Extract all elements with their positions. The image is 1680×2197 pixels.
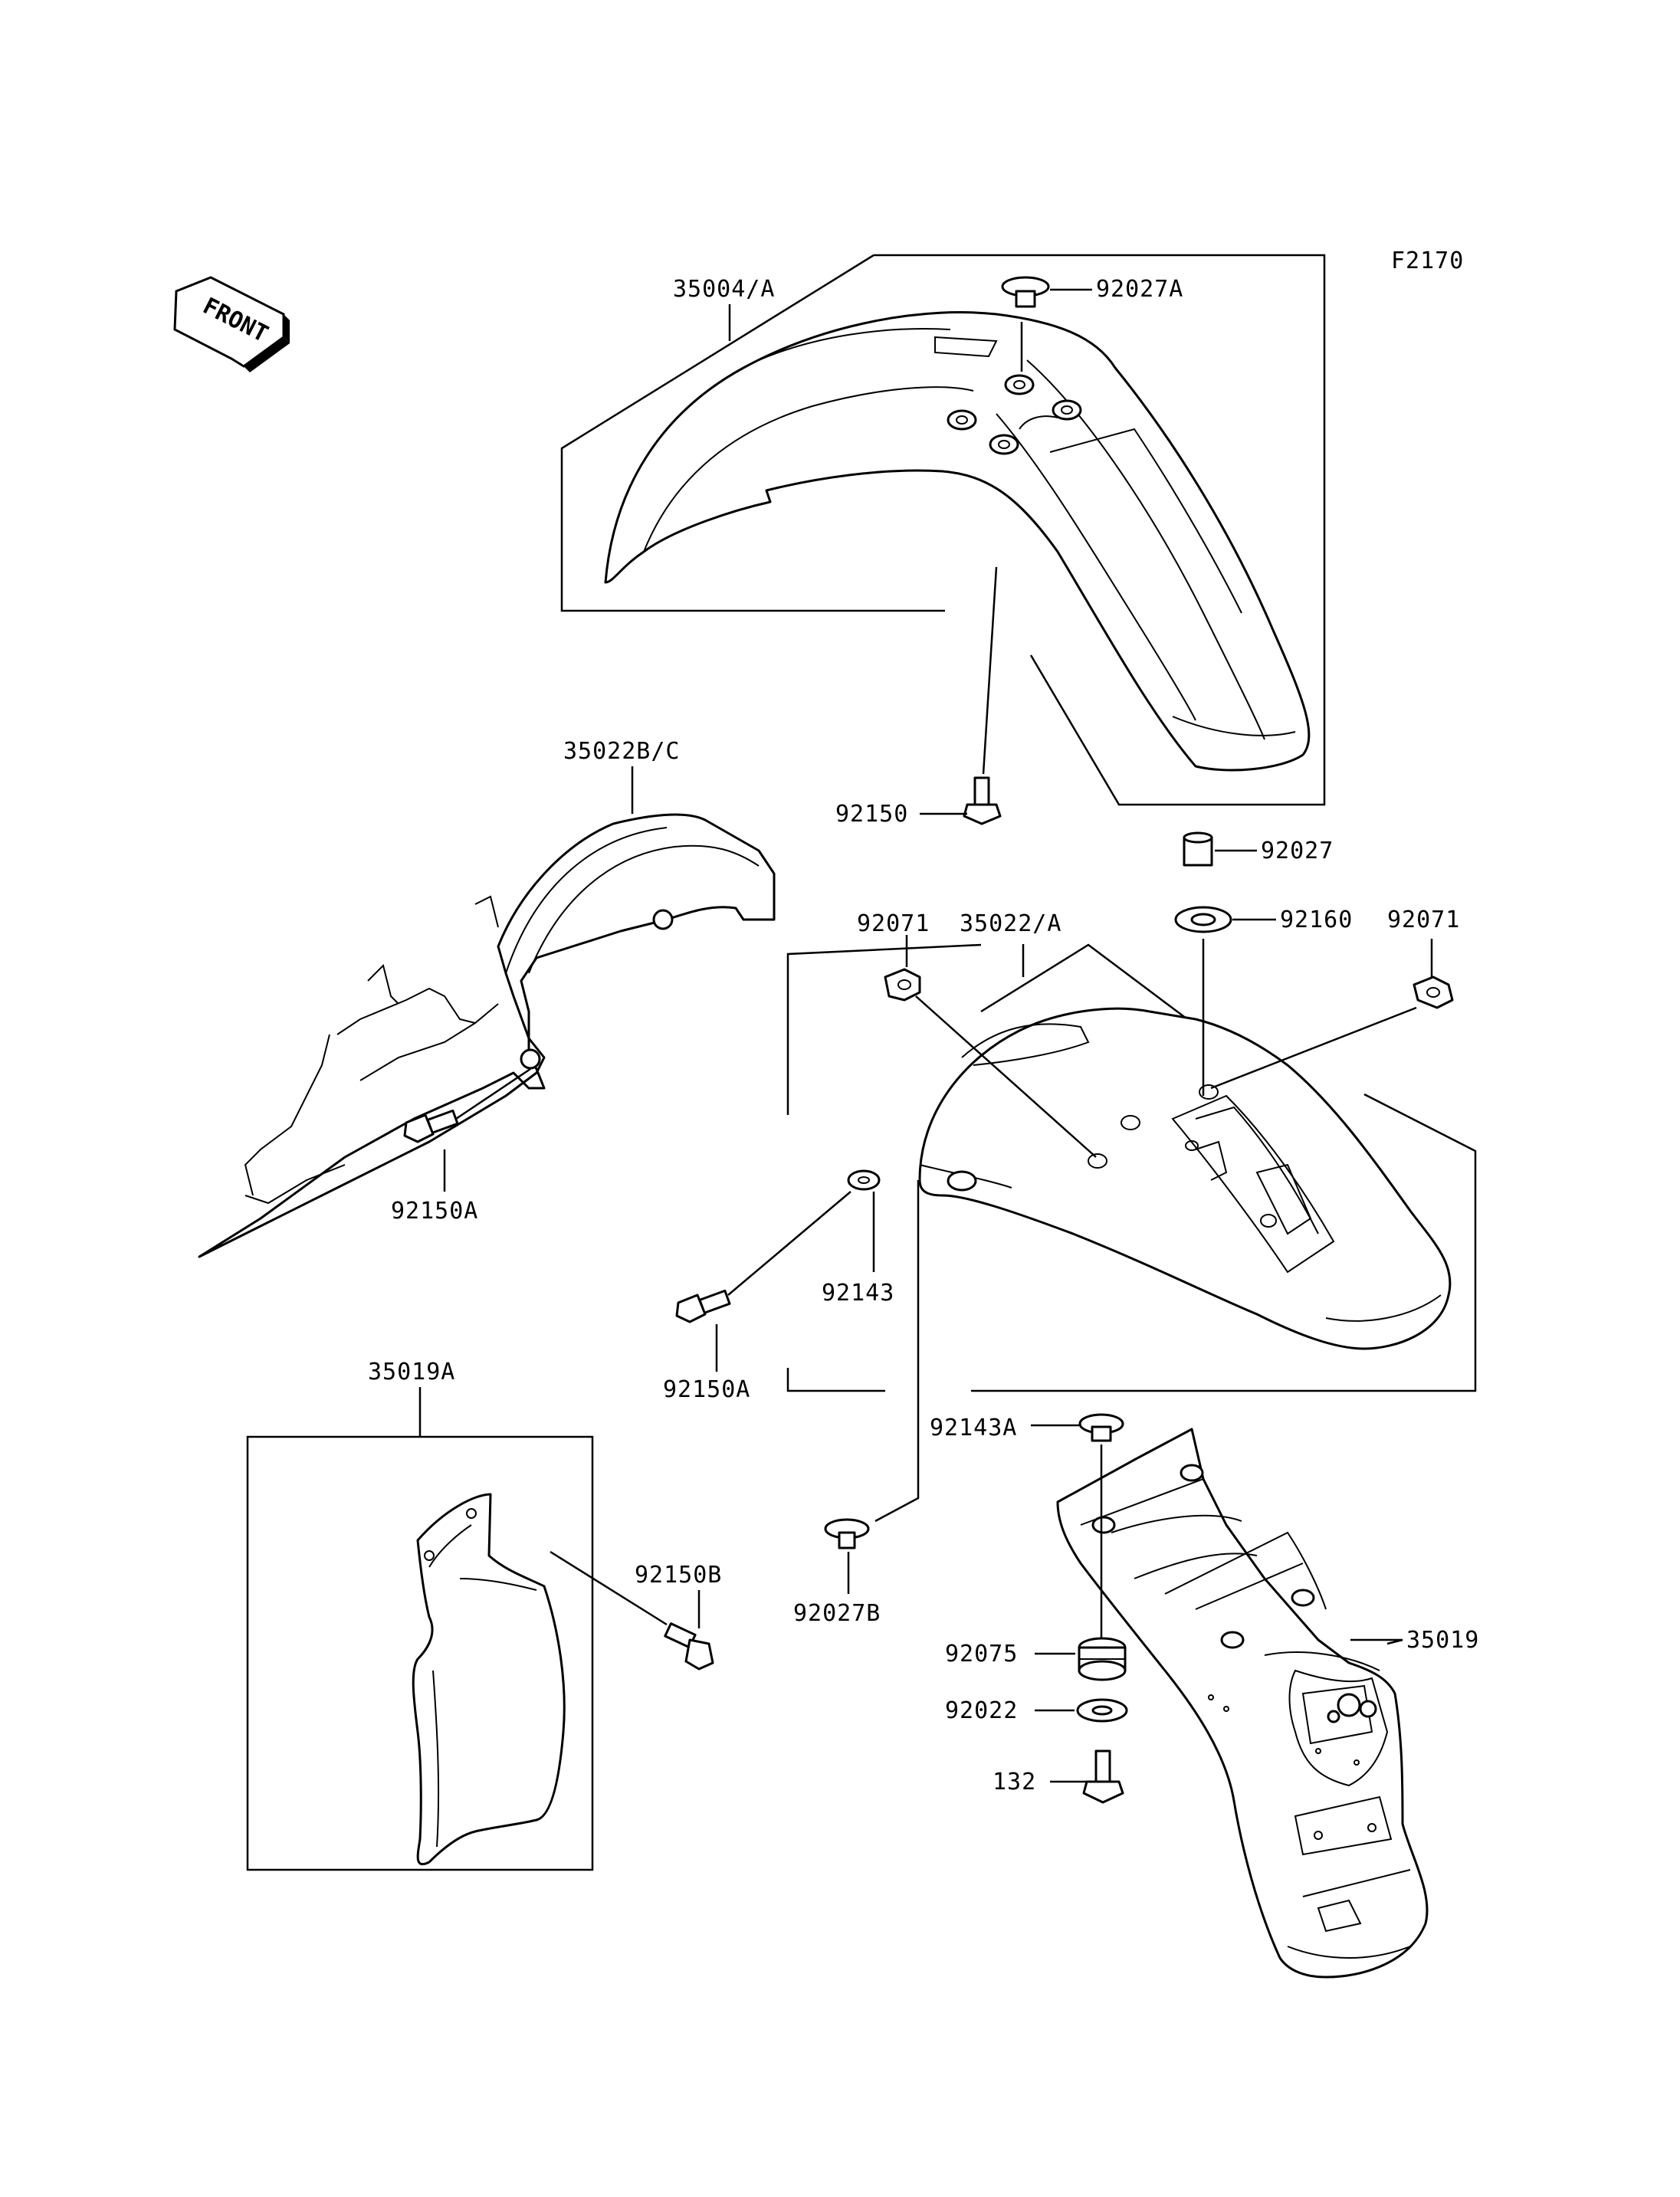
- front-arrow-icon: FRONT: [173, 276, 290, 372]
- label-92150A-right: 92150A: [663, 1376, 750, 1403]
- label-35022A: 35022/A: [960, 910, 1061, 937]
- front-fender-group: [560, 254, 1326, 825]
- front-fender-box: [560, 254, 1326, 806]
- part-92027B-button: [824, 1518, 870, 1549]
- part-92143A-button: [1078, 1413, 1124, 1442]
- rear-fender-box: [786, 943, 1477, 1392]
- label-92075: 92075: [945, 1641, 1018, 1667]
- part-92027A-button: [1001, 276, 1050, 308]
- label-92022: 92022: [945, 1697, 1018, 1724]
- part-92150-bolt: [963, 776, 1002, 825]
- part-92160-washer: [1174, 906, 1232, 933]
- label-92150B: 92150B: [635, 1562, 722, 1589]
- label-92027: 92027: [1261, 838, 1334, 864]
- rear-inner-fender-group: [824, 1413, 1429, 1979]
- label-92143: 92143: [822, 1280, 894, 1307]
- label-92150A-left: 92150A: [391, 1198, 478, 1225]
- label-132: 132: [993, 1769, 1036, 1795]
- part-92150A-bolt-left: [403, 1109, 459, 1143]
- label-92160: 92160: [1280, 907, 1353, 933]
- label-35022BC: 35022B/C: [563, 738, 681, 765]
- label-92027A: 92027A: [1096, 276, 1183, 303]
- label-35019: 35019: [1406, 1627, 1479, 1654]
- front-fender: [604, 311, 1311, 772]
- part-92071-grommet-left: [884, 968, 921, 1002]
- part-92027-collar: [1183, 831, 1213, 867]
- label-92150: 92150: [835, 801, 908, 828]
- rear-fender-group: [675, 831, 1477, 1523]
- side-cover-group: [246, 1435, 714, 1871]
- part-92143-washer: [847, 1169, 881, 1191]
- label-35019A: 35019A: [368, 1359, 455, 1385]
- label-92071-right: 92071: [1387, 907, 1460, 933]
- label-92143A: 92143A: [930, 1415, 1017, 1441]
- label-92071-left: 92071: [857, 910, 930, 937]
- part-92075-damper: [1078, 1637, 1127, 1681]
- label-92027B: 92027B: [793, 1600, 881, 1627]
- figure-code: F2170: [1391, 248, 1464, 274]
- label-35004A: 35004/A: [673, 276, 775, 303]
- part-92150A-bolt-right: [675, 1289, 731, 1323]
- part-92022-washer: [1076, 1698, 1128, 1723]
- part-92150B-bolt: [664, 1622, 714, 1671]
- part-92071-grommet-right: [1413, 976, 1454, 1009]
- part-132-bolt: [1082, 1749, 1124, 1804]
- mud-guard-35022BC: [198, 813, 776, 1258]
